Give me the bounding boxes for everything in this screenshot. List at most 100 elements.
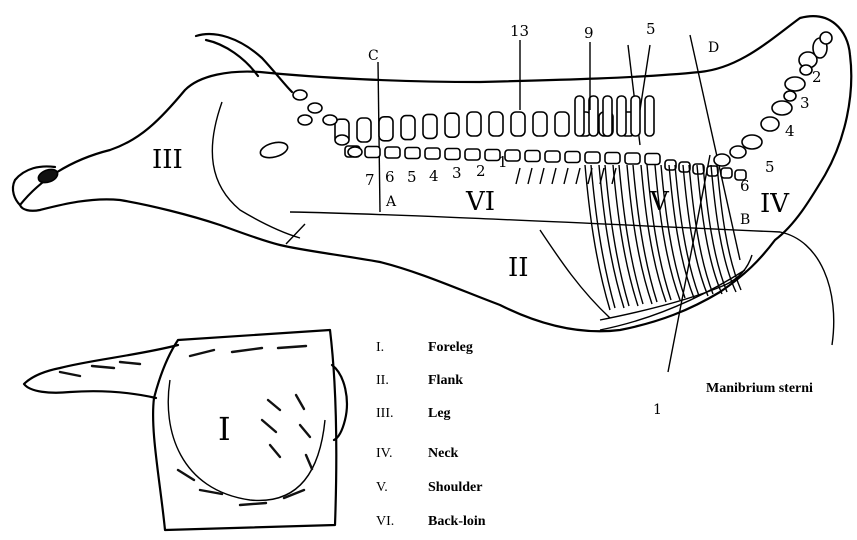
legend-key: IV. bbox=[376, 446, 392, 461]
foreleg-block bbox=[153, 330, 336, 530]
rib-stub bbox=[576, 168, 580, 184]
neck-number: 2 bbox=[812, 68, 822, 86]
neck-vertebra bbox=[784, 91, 796, 101]
dorsal-process bbox=[511, 112, 525, 136]
vertebral-body bbox=[721, 168, 732, 178]
dorsal-process bbox=[555, 112, 569, 136]
tail-hook bbox=[196, 34, 292, 92]
vertebral-body bbox=[385, 147, 400, 158]
foreleg-hatch bbox=[190, 346, 306, 356]
thoracic-process bbox=[575, 96, 584, 136]
vertebral-body bbox=[525, 151, 540, 162]
thoracic-process bbox=[645, 96, 654, 136]
dorsal-process bbox=[379, 117, 393, 141]
rib bbox=[599, 165, 624, 308]
dorsal-process bbox=[445, 113, 459, 137]
foreleg-shank bbox=[24, 345, 178, 398]
dorsal-process bbox=[423, 114, 437, 138]
vertebral-body bbox=[445, 149, 460, 160]
vertebral-body bbox=[645, 154, 660, 165]
annotation-manibrium-sterni: Manibrium sterni bbox=[706, 381, 813, 396]
vertebral-body bbox=[679, 162, 690, 172]
rib-stub bbox=[552, 168, 556, 184]
sacral-bone bbox=[293, 90, 307, 100]
legend-value: Back-loin bbox=[428, 514, 486, 529]
sacral-bone bbox=[298, 115, 312, 125]
legend-value: Foreleg bbox=[428, 340, 473, 355]
region-label-leg: III bbox=[152, 145, 183, 175]
neck-vertebrae bbox=[714, 32, 832, 166]
vertebral-body bbox=[465, 149, 480, 160]
legend-key: VI. bbox=[376, 514, 394, 529]
lumbar-number: 4 bbox=[429, 167, 439, 185]
rib-stub bbox=[540, 168, 544, 184]
vertebral-body bbox=[565, 152, 580, 163]
cut-label-d: D bbox=[708, 40, 719, 56]
vertebral-body bbox=[365, 147, 380, 158]
dorsal-process bbox=[467, 112, 481, 136]
region-label-foreleg: I bbox=[218, 410, 231, 448]
rib-stub bbox=[516, 168, 520, 184]
legend-value: Shoulder bbox=[428, 480, 482, 495]
dorsal-process bbox=[489, 112, 503, 136]
sacral-bone bbox=[348, 147, 362, 157]
region-label-neck: IV bbox=[760, 189, 790, 219]
neck-vertebra bbox=[800, 65, 812, 75]
vertebral-body bbox=[405, 148, 420, 159]
ribs bbox=[516, 165, 745, 330]
dorsal-process bbox=[401, 116, 415, 140]
shank-knuckle bbox=[37, 167, 60, 185]
cut-label-b: B bbox=[740, 212, 750, 228]
neck-number: 3 bbox=[800, 94, 810, 112]
lumbar-number: 6 bbox=[385, 168, 395, 186]
legend-key: II. bbox=[376, 373, 389, 388]
neck-vertebra bbox=[820, 32, 832, 44]
vertebral-body bbox=[545, 151, 560, 162]
flank-inner-curve bbox=[540, 230, 610, 318]
neck-vertebra bbox=[730, 146, 746, 158]
dorsal-process bbox=[357, 118, 371, 142]
neck-number: 6 bbox=[740, 177, 750, 195]
cut-label-1: 1 bbox=[653, 402, 662, 418]
lumbar-number: 5 bbox=[407, 168, 417, 186]
vertebral-body bbox=[425, 148, 440, 159]
neck-vertebra bbox=[714, 154, 730, 166]
region-label-flank: II bbox=[508, 253, 529, 283]
leg-boundary bbox=[212, 102, 300, 238]
sacral-bone bbox=[335, 135, 349, 145]
pelvis-bone bbox=[259, 140, 290, 161]
rib bbox=[613, 165, 638, 306]
top-number-13: 13 bbox=[510, 22, 529, 40]
neck-number: 5 bbox=[765, 158, 775, 176]
neck-vertebra bbox=[742, 135, 762, 149]
neck-vertebra bbox=[772, 101, 792, 115]
rib-stub bbox=[528, 168, 532, 184]
sacral-bone bbox=[308, 103, 322, 113]
lumbar-number: 3 bbox=[452, 164, 462, 182]
sacral-bone bbox=[323, 115, 337, 125]
legend-key: V. bbox=[376, 480, 388, 495]
lumbar-number: 1 bbox=[498, 153, 508, 171]
neck-vertebra bbox=[761, 117, 779, 131]
legend-value: Leg bbox=[428, 406, 451, 421]
cut-label-c: C bbox=[368, 48, 379, 64]
cut-label-a: A bbox=[385, 194, 397, 210]
thoracic-process bbox=[631, 96, 640, 136]
foreleg-drawing: I bbox=[24, 330, 347, 530]
lumbar-number: 2 bbox=[476, 162, 486, 180]
legend-key: III. bbox=[376, 406, 394, 421]
lumbar-number: 7 bbox=[365, 171, 375, 189]
top-number-5: 5 bbox=[646, 20, 656, 38]
top-number-9: 9 bbox=[584, 24, 594, 42]
thoracic-process bbox=[617, 96, 626, 136]
dorsal-process bbox=[533, 112, 547, 136]
foreleg-hatch bbox=[262, 395, 312, 469]
legend-value: Flank bbox=[428, 373, 463, 388]
neck-number: 4 bbox=[785, 122, 795, 140]
vertebral-body bbox=[665, 160, 676, 170]
legend-key: I. bbox=[376, 340, 384, 355]
vertebral-body bbox=[625, 153, 640, 164]
region-label-shoulder: V bbox=[649, 187, 670, 217]
rib bbox=[585, 165, 610, 310]
